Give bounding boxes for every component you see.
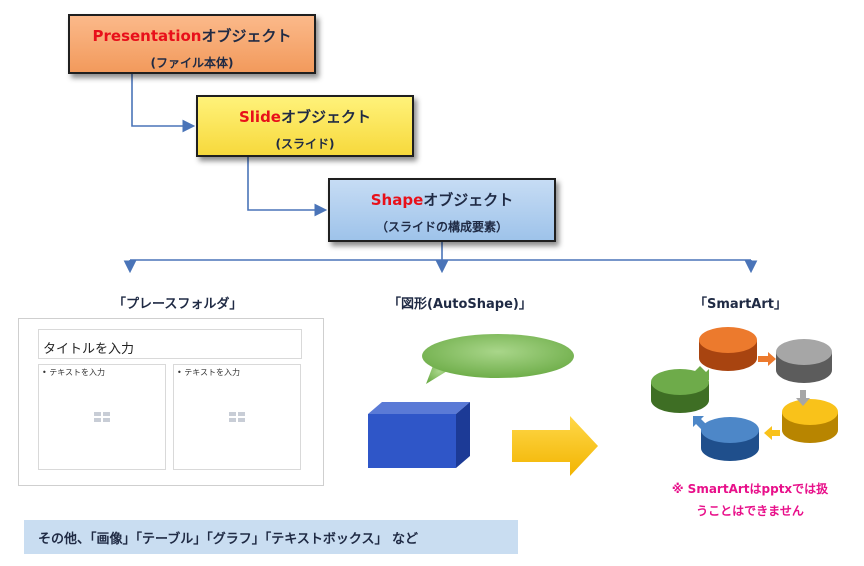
cycle-arrow-icon <box>695 366 709 380</box>
autoshape-samples <box>368 334 598 476</box>
cycle-arrow-icon <box>764 426 780 440</box>
smartart-node-green <box>651 369 709 413</box>
content-insert-icon <box>229 412 245 422</box>
shape-object-box: Shapeオブジェクト （スライドの構成要素） <box>328 178 556 242</box>
presentation-suffix: オブジェクト <box>201 27 292 45</box>
placeholder-body-right: • テキストを入力 <box>173 364 301 470</box>
placeholder-body-left: • テキストを入力 <box>38 364 166 470</box>
category-placeholder-label: 「プレースフォルダ」 <box>113 297 243 312</box>
slide-suffix: オブジェクト <box>280 108 371 126</box>
smartart-node-orange <box>699 327 757 371</box>
smartart-note-line1: ※ SmartArtはpptxでは扱 <box>671 482 829 496</box>
connector-slide-shape <box>247 157 328 217</box>
category-autoshape-label: 「図形(AutoShape)」 <box>388 297 532 312</box>
smartart-node-yellow <box>782 399 838 443</box>
slide-subtitle: (スライド) <box>275 137 335 151</box>
smartart-node-blue <box>701 417 759 461</box>
slide-name: Slide <box>238 108 281 126</box>
cycle-arrow-icon <box>758 352 776 366</box>
smartart-node-gray <box>776 339 832 383</box>
right-arrow-shape <box>512 416 598 476</box>
placeholder-body-right-text: • テキストを入力 <box>177 368 241 377</box>
shape-suffix: オブジェクト <box>423 191 514 209</box>
connector-presentation-slide <box>131 74 196 133</box>
cycle-arrow-icon <box>796 390 810 406</box>
shape-subtitle: （スライドの構成要素） <box>375 220 508 234</box>
slide-object-box: Slideオブジェクト (スライド) <box>196 95 414 157</box>
placeholder-body-left-text: • テキストを入力 <box>42 368 106 377</box>
placeholder-title: タイトルを入力 <box>38 329 302 359</box>
cycle-arrow-icon <box>693 416 707 430</box>
smartart-note: ※ SmartArtはpptxでは扱 うことはできません <box>640 478 860 522</box>
category-smartart-label: 「SmartArt」 <box>694 297 787 312</box>
smartart-note-line2: うことはできません <box>696 504 804 518</box>
content-insert-icon <box>94 412 110 422</box>
cube-shape <box>368 402 470 468</box>
presentation-subtitle: (ファイル本体) <box>150 56 234 70</box>
smartart-cycle-graphic <box>651 327 838 461</box>
speech-bubble-shape <box>422 334 574 384</box>
other-objects-note: その他、「画像」「テーブル」「グラフ」「テキストボックス」 など <box>24 520 518 554</box>
presentation-object-box: Presentationオブジェクト (ファイル本体) <box>68 14 316 74</box>
placeholder-slide-sample: タイトルを入力 • テキストを入力 • テキストを入力 <box>18 318 324 486</box>
shape-name: Shape <box>370 191 424 209</box>
presentation-name: Presentation <box>92 27 202 45</box>
